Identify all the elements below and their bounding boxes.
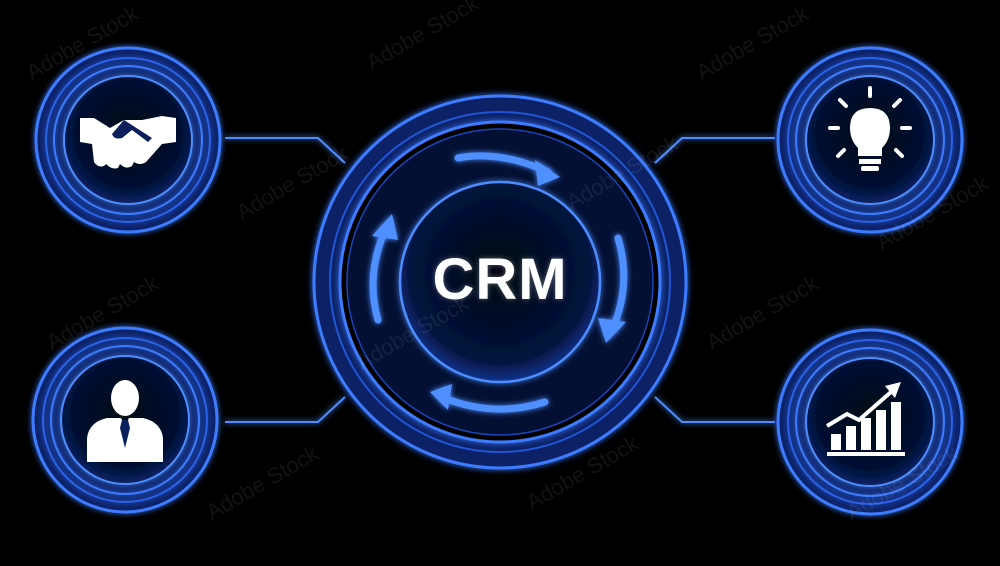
connector-bottom-left	[225, 396, 346, 423]
handshake-icon	[80, 116, 176, 169]
arrowhead-right	[598, 318, 626, 343]
connector-top-left	[225, 137, 346, 164]
arrowhead-top	[535, 160, 560, 186]
cycle-arrowheads	[372, 160, 626, 410]
crm-title: CRM	[432, 247, 568, 312]
cycle-arrow-bottom	[440, 394, 549, 413]
arrowhead-left	[372, 214, 398, 240]
connector-lines	[225, 137, 775, 423]
connector-bottom-right	[654, 396, 775, 423]
center-hub	[312, 94, 688, 470]
businessman-icon	[87, 380, 163, 462]
arrowhead-bottom	[430, 384, 452, 410]
connector-top-right	[654, 137, 775, 164]
growth-chart-icon	[825, 382, 905, 456]
lightbulb-icon	[828, 86, 912, 171]
